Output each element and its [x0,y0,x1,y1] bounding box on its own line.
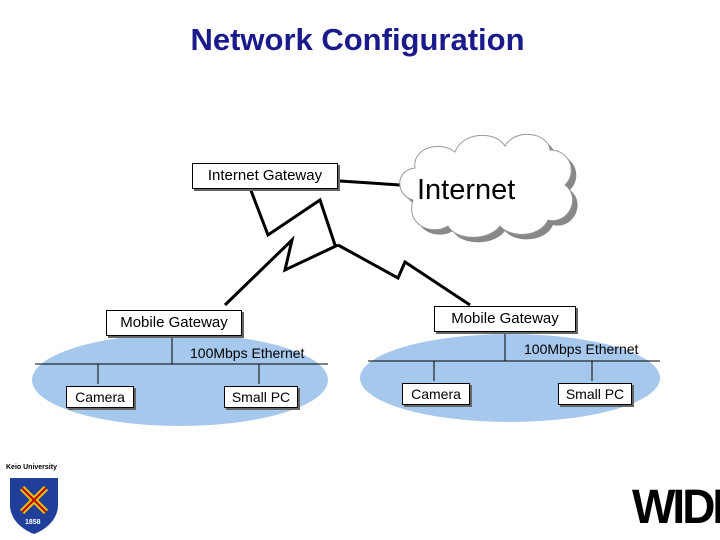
left-mobile-gateway-box: Mobile Gateway [106,310,242,336]
internet-label: Internet [417,174,516,206]
wireless-link-right [337,243,471,307]
right-ethernet-label: 100Mbps Ethernet [524,341,639,357]
right-camera-box: Camera [402,383,470,405]
keio-shield-icon [10,478,58,534]
left-pc-box: Small PC [224,386,298,408]
internet-cloud [399,133,578,243]
right-mobile-gateway-box: Mobile Gateway [434,306,576,332]
wireless-link-left [223,235,339,307]
keio-university-label: Keio University [6,464,57,471]
wide-logo: WIDE [632,478,720,534]
gateway-internet-link [339,179,401,187]
keio-year-label: 1858 [25,519,41,526]
internet-gateway-box: Internet Gateway [192,163,338,189]
left-camera-box: Camera [66,386,134,408]
slide-title: Network Configuration [190,22,525,57]
wireless-link-top [248,187,337,246]
left-ethernet-label: 100Mbps Ethernet [190,345,305,361]
right-pc-box: Small PC [558,383,632,405]
